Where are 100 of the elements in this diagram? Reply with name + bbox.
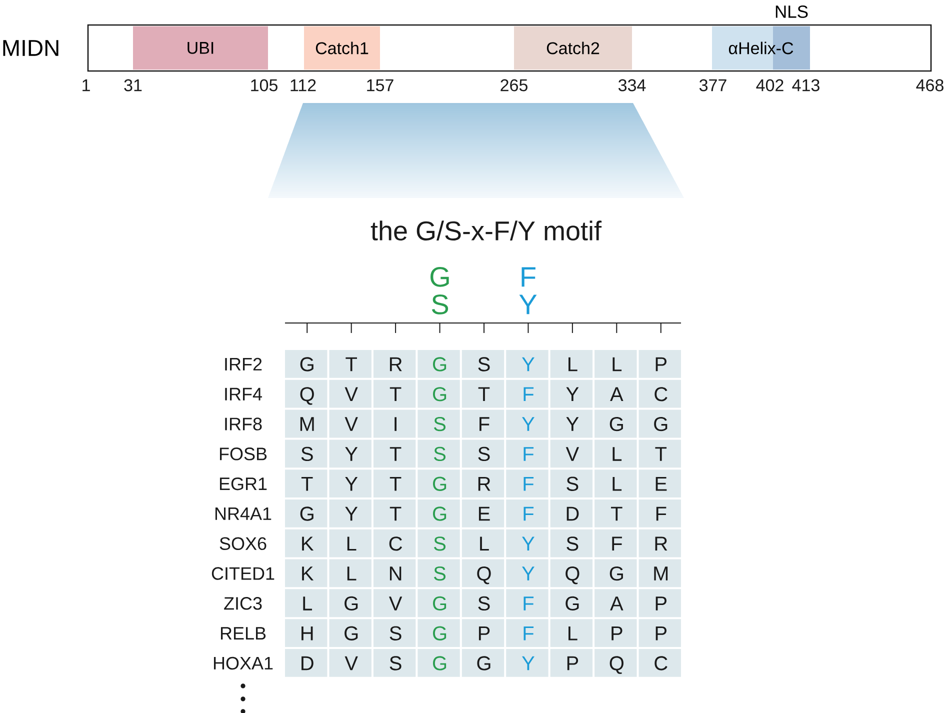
residue-cell: S	[418, 410, 460, 438]
residue-cell: S	[462, 440, 504, 468]
residue-cell: A	[594, 589, 637, 618]
residue-cell: K	[285, 559, 328, 588]
residue-cell: C	[638, 380, 681, 408]
residue-cell: L	[285, 589, 328, 618]
residue-cell: G	[418, 380, 460, 408]
residue-cell: Y	[550, 380, 593, 408]
residue-cell: F	[506, 440, 548, 468]
residue-cell: C	[638, 648, 681, 677]
residue-cell: L	[594, 350, 637, 378]
residue-cell: T	[462, 380, 504, 408]
residue-cell: T	[329, 350, 372, 378]
residue-cell: G	[638, 410, 681, 438]
residue-cell: F	[506, 380, 548, 408]
residue-cell: Y	[506, 410, 548, 438]
motif-heading: the G/S-x-F/Y motif	[370, 220, 602, 240]
residue-cell: F	[638, 499, 681, 528]
gene-name: FOSB	[220, 448, 267, 460]
residue-cell: R	[373, 350, 416, 378]
residue-cell: R	[462, 470, 504, 498]
position-number: 112	[290, 79, 316, 92]
residue-cell: Q	[462, 559, 504, 588]
residue-cell: Y	[329, 440, 372, 468]
gene-name: ZIC3	[224, 597, 262, 610]
residue-cell: L	[550, 619, 593, 647]
residue-cell: G	[550, 589, 593, 618]
residue-cell: M	[638, 559, 681, 588]
residue-cell: Q	[550, 559, 593, 588]
domain-box: Catch1	[304, 26, 380, 70]
residue-cell: T	[638, 440, 681, 468]
residue-cell: D	[285, 648, 328, 677]
residue-cell: Y	[506, 648, 548, 677]
residue-cell: Q	[594, 648, 637, 677]
residue-cell: P	[638, 350, 681, 378]
residue-cell: G	[285, 499, 328, 528]
residue-cell: E	[462, 499, 504, 528]
residue-cell: L	[594, 470, 637, 498]
motif-letter: G	[430, 267, 449, 287]
residue-cell: Q	[285, 380, 328, 408]
residue-cell: G	[418, 619, 460, 647]
residue-cell: S	[373, 619, 416, 647]
residue-cell: H	[285, 619, 328, 647]
residue-cell: Y	[550, 410, 593, 438]
residue-cell: Y	[329, 499, 372, 528]
residue-cell: D	[550, 499, 593, 528]
position-number: 265	[500, 79, 528, 92]
residue-cell: V	[373, 589, 416, 618]
gene-name: RELB	[220, 627, 266, 640]
residue-cell: P	[594, 619, 637, 647]
residue-cell: P	[638, 589, 681, 618]
residue-cell: G	[418, 648, 460, 677]
residue-cell: F	[506, 619, 548, 647]
residue-cell: S	[418, 440, 460, 468]
residue-cell: P	[550, 648, 593, 677]
position-number: 413	[792, 79, 820, 92]
motif-letter: Y	[519, 294, 537, 314]
position-number: 402	[756, 79, 784, 92]
residue-cell: F	[506, 589, 548, 618]
residue-cell: Y	[506, 350, 548, 378]
residue-cell: S	[550, 529, 593, 558]
residue-cell: C	[373, 529, 416, 558]
residue-cell: Y	[506, 529, 548, 558]
residue-cell: S	[462, 589, 504, 618]
residue-cell: L	[594, 440, 637, 468]
residue-cell: G	[329, 589, 372, 618]
gene-name: EGR1	[220, 477, 267, 490]
position-number: 468	[916, 79, 944, 92]
residue-cell: G	[418, 589, 460, 618]
gene-name: IRF2	[225, 358, 262, 370]
residue-cell: V	[329, 648, 372, 677]
residue-cell: G	[329, 619, 372, 647]
residue-cell: G	[594, 410, 637, 438]
residue-cell: T	[594, 499, 637, 528]
position-number: 1	[82, 79, 90, 92]
residue-cell: T	[373, 440, 416, 468]
position-number: 157	[367, 79, 394, 92]
residue-cell: T	[285, 470, 328, 498]
residue-cell: S	[550, 470, 593, 498]
residue-cell: G	[594, 559, 637, 588]
residue-cell: K	[285, 529, 328, 558]
position-number: 31	[124, 79, 142, 92]
residue-cell: S	[373, 648, 416, 677]
node-label: MIDN	[3, 40, 58, 56]
residue-cell: R	[638, 529, 681, 558]
domain-box: Catch2	[514, 26, 632, 70]
residue-cell: G	[285, 350, 328, 378]
residue-cell: Y	[329, 470, 372, 498]
residue-cell: F	[462, 410, 504, 438]
residue-cell: L	[550, 350, 593, 378]
gene-name: CITED1	[212, 567, 274, 580]
residue-cell: V	[329, 410, 372, 438]
position-number: 334	[618, 79, 646, 92]
residue-cell: M	[285, 410, 328, 438]
residue-cell: E	[638, 470, 681, 498]
residue-cell: V	[329, 380, 372, 408]
gene-name: IRF4	[225, 388, 262, 400]
residue-cell: F	[594, 529, 637, 558]
gene-name: NR4A1	[215, 508, 272, 520]
residue-cell: A	[594, 380, 637, 408]
